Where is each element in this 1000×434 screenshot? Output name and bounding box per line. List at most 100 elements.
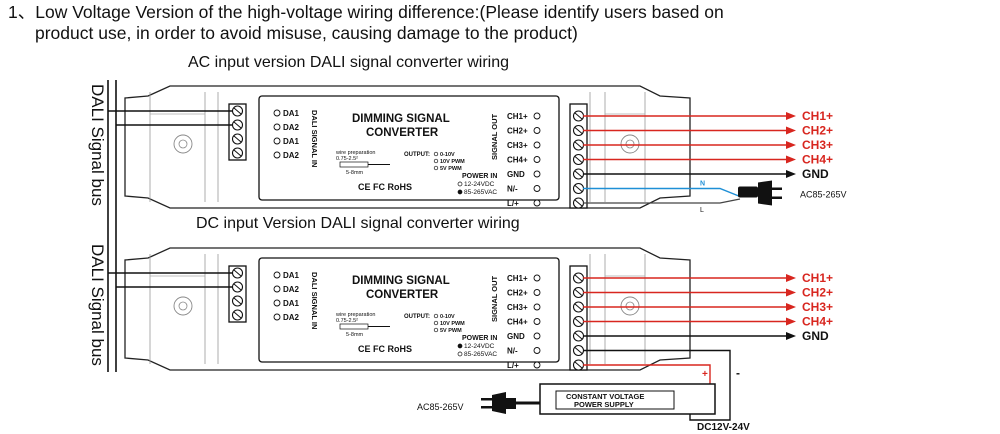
output-label: OUTPUT: bbox=[404, 152, 430, 158]
wire-prep-label: wire preparation bbox=[335, 312, 375, 318]
wire-arrow bbox=[786, 303, 796, 311]
screw-slot bbox=[574, 289, 583, 296]
converter-case bbox=[124, 85, 691, 209]
power-in-label: POWER IN bbox=[462, 173, 497, 180]
device-name-line-1: DIMMING SIGNAL bbox=[352, 113, 450, 125]
screw-slot bbox=[574, 347, 583, 354]
output-terminal-label: L/+ bbox=[507, 361, 519, 370]
device-label-plate bbox=[258, 257, 560, 363]
psu-plug-pin bbox=[481, 398, 492, 401]
output-terminal-label: GND bbox=[507, 332, 525, 341]
dali-terminal-block bbox=[228, 265, 247, 323]
output-option-label: 0-10V bbox=[440, 314, 455, 320]
wire-prep-label: wire preparation bbox=[335, 150, 375, 156]
cert-marks: CE FC RoHS bbox=[358, 344, 412, 354]
output-terminal-label: CH2+ bbox=[507, 289, 528, 298]
psu-minus-label: - bbox=[736, 366, 740, 380]
ac-mains-label: AC85-265V bbox=[800, 190, 847, 200]
screw-slot bbox=[574, 112, 583, 120]
mains-plug-body bbox=[758, 180, 772, 206]
live-wire bbox=[583, 198, 741, 204]
mounting-hole-right bbox=[620, 134, 640, 154]
screw-slot bbox=[233, 135, 242, 143]
channel-output-label: CH2+ bbox=[802, 286, 833, 300]
wire-arrow bbox=[786, 126, 796, 135]
terminal-marker bbox=[533, 274, 541, 282]
heading-line-1: 1、Low Voltage Version of the high-voltag… bbox=[8, 2, 724, 22]
terminal-marker bbox=[273, 285, 281, 293]
gnd-output-label: GND bbox=[802, 167, 829, 181]
output-terminal-label: GND bbox=[507, 170, 525, 179]
output-option-label: 5V PWM bbox=[440, 328, 462, 334]
neutral-wire-label: N bbox=[700, 181, 705, 188]
wire-arrow bbox=[786, 288, 796, 297]
converter-case bbox=[124, 247, 691, 371]
output-terminal-label: N/- bbox=[507, 185, 518, 194]
power-option-dot bbox=[457, 343, 463, 349]
dali-terminal-label: DA2 bbox=[283, 285, 300, 294]
mounting-hole-left-inner bbox=[178, 139, 188, 149]
output-option-dot bbox=[433, 327, 439, 333]
wire-arrow bbox=[786, 141, 796, 149]
dali-terminal-label: DA1 bbox=[283, 299, 300, 308]
dali-terminal-block bbox=[228, 103, 247, 161]
screw-slot bbox=[574, 274, 583, 282]
neutral-wire bbox=[583, 187, 741, 198]
dali-signal-in-label: DALI SIGNAL IN bbox=[310, 272, 319, 329]
screw-slot bbox=[233, 283, 242, 291]
screw-slot bbox=[233, 121, 242, 129]
dali-terminal-label: DA2 bbox=[283, 313, 300, 322]
output-label: OUTPUT: bbox=[404, 314, 430, 320]
psu-plug-pin bbox=[481, 406, 492, 409]
terminal-marker bbox=[273, 137, 281, 145]
terminal-marker bbox=[273, 271, 281, 279]
psu-plug-neck bbox=[506, 398, 516, 409]
psu-output-voltage-label: DC12V-24V bbox=[697, 422, 750, 433]
channel-output-label: CH1+ bbox=[802, 271, 833, 285]
screw-slot bbox=[574, 318, 583, 325]
terminal-marker bbox=[533, 141, 541, 149]
dali-terminal-label: DA1 bbox=[283, 137, 300, 146]
output-option-dot bbox=[433, 313, 439, 319]
screw-slot bbox=[233, 297, 242, 305]
psu-plus-label: + bbox=[702, 369, 708, 380]
output-option-label: 0-10V bbox=[440, 152, 455, 158]
terminal-marker bbox=[533, 318, 541, 325]
gnd-output-label: GND bbox=[802, 329, 829, 343]
dali-terminal-label: DA1 bbox=[283, 109, 300, 118]
output-option-dot bbox=[433, 165, 439, 171]
mounting-hole-left bbox=[173, 134, 193, 154]
power-option-dot bbox=[457, 351, 463, 357]
power-supply-label-plate bbox=[555, 390, 675, 410]
power-option-dot bbox=[457, 189, 463, 195]
strip-length-label: 5-8mm bbox=[346, 332, 364, 338]
screw-slot bbox=[574, 303, 583, 311]
screw-slot bbox=[574, 127, 583, 134]
wire-arrow bbox=[786, 332, 796, 340]
ac-panel-title: AC input version DALI signal converter w… bbox=[188, 54, 510, 71]
dc-positive-wire bbox=[583, 364, 711, 384]
psu-mains-label: AC85-265V bbox=[417, 402, 464, 412]
output-terminal-label: N/- bbox=[507, 347, 518, 356]
output-option-label: 5V PWM bbox=[440, 166, 462, 172]
output-terminal-label: CH1+ bbox=[507, 112, 528, 121]
power-option-dot bbox=[457, 181, 463, 187]
screw-slot bbox=[574, 156, 583, 163]
output-option-dot bbox=[433, 320, 439, 326]
channel-output-label: CH4+ bbox=[802, 153, 833, 167]
screw-slot bbox=[233, 107, 242, 115]
psu-label-line-1: CONSTANT VOLTAGE bbox=[566, 392, 644, 401]
terminal-marker bbox=[273, 313, 281, 321]
screw-slot bbox=[233, 311, 242, 319]
wire-arrow bbox=[786, 317, 796, 326]
mains-plug-pin bbox=[772, 187, 782, 190]
wire-gauge-label: 0.75-2.5² bbox=[336, 318, 358, 324]
power-option-label: 12-24VDC bbox=[464, 343, 495, 350]
output-terminal-label: CH4+ bbox=[507, 318, 528, 327]
mounting-hole-right bbox=[620, 296, 640, 316]
screw-slot bbox=[574, 199, 583, 207]
strip-length-label: 5-8mm bbox=[346, 170, 364, 176]
terminal-marker bbox=[273, 299, 281, 307]
